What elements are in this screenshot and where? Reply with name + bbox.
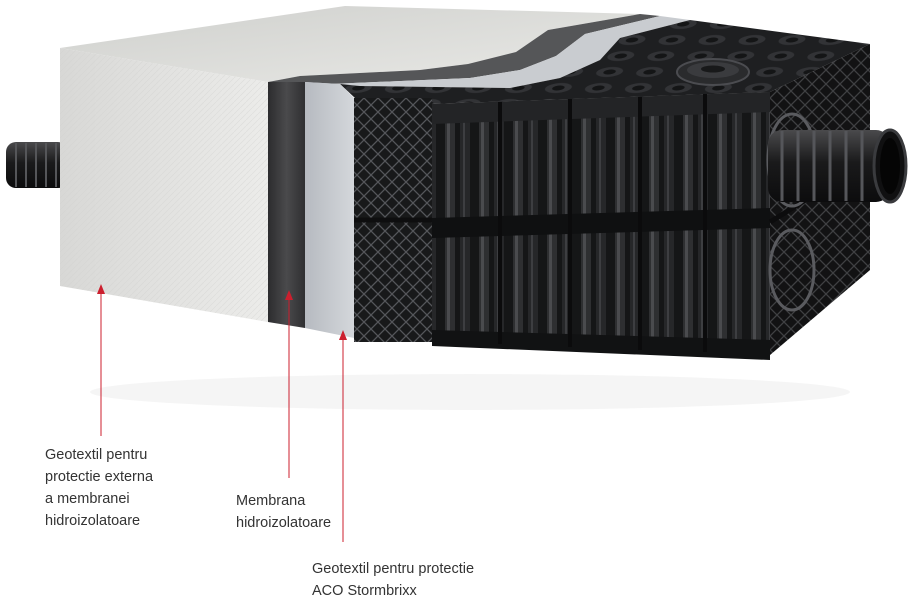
membrane-top	[268, 14, 660, 84]
leader-inner-geotextile	[339, 330, 347, 542]
callout-inner-geotextile: Geotextil pentru protectie ACO Stormbrix…	[312, 561, 475, 599]
inner-geotextile-top	[305, 16, 690, 88]
callout-membrane: Membrana hidroizolatoare	[236, 493, 332, 531]
callout-outer-geotextile: Geotextil pentru protectie externa a mem…	[45, 447, 154, 529]
left-pipe	[6, 142, 68, 188]
membrane-front	[268, 82, 305, 328]
outer-geotextile-top	[60, 6, 640, 82]
right-pipe	[768, 128, 908, 204]
stormbrixx-modules-front	[354, 92, 770, 360]
leader-outer-geotextile	[97, 284, 105, 436]
leader-membrane	[285, 290, 293, 478]
inner-geotextile-front	[305, 82, 354, 338]
modules-top	[340, 20, 870, 104]
inspection-port	[676, 58, 750, 86]
